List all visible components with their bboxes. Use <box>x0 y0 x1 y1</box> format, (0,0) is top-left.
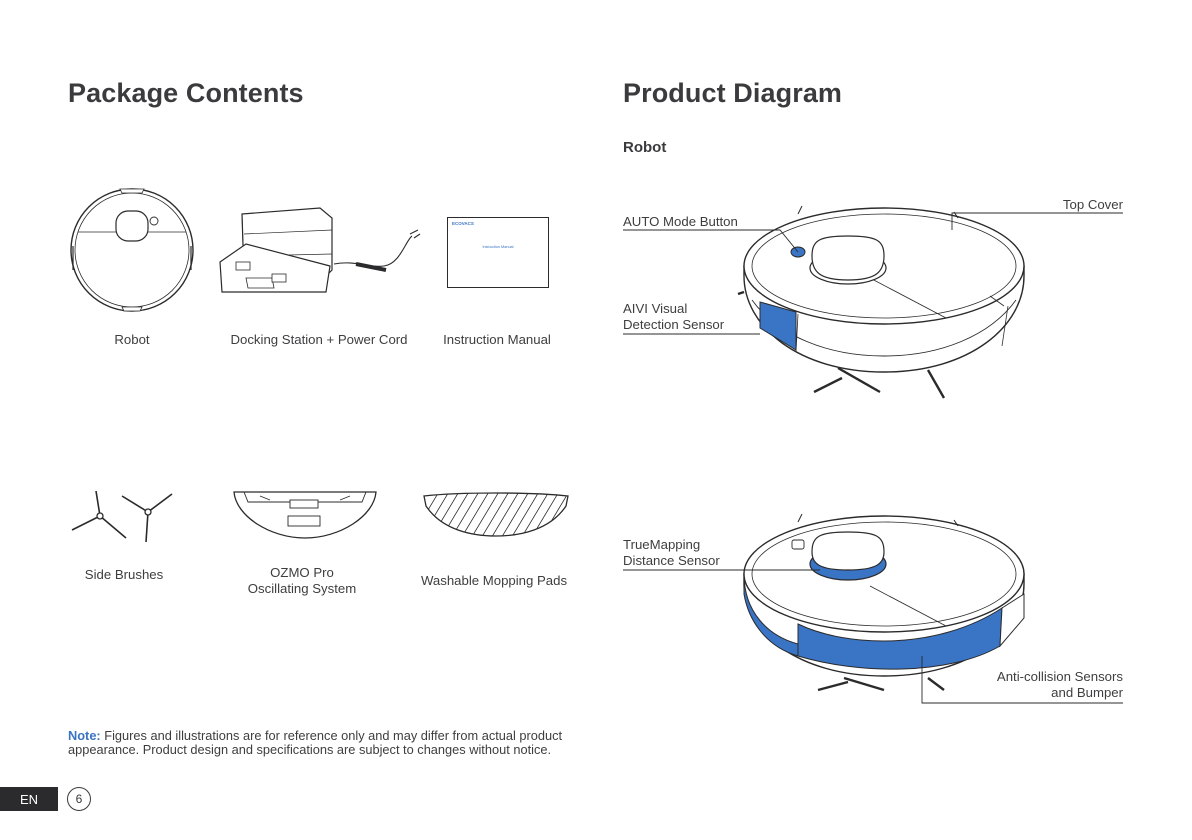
side-brushes-illustration <box>71 490 173 543</box>
item-label-side-brushes: Side Brushes <box>84 567 164 582</box>
language-tab: EN <box>0 787 58 811</box>
note-text: Figures and illustrations are for refere… <box>68 728 563 757</box>
robot-subtitle: Robot <box>623 139 667 156</box>
label-top-cover: Top Cover <box>1062 197 1123 212</box>
package-contents-title: Package Contents <box>68 78 304 108</box>
label-auto-mode-button: AUTO Mode Button <box>623 214 738 229</box>
instruction-manual-illustration: ECOVACS Instruction Manual <box>447 217 549 288</box>
robot-diagram-lower <box>743 513 1025 692</box>
ozmo-pro-label-text: OZMO Pro Oscillating System <box>247 565 357 596</box>
page-number: 6 <box>67 787 91 811</box>
item-label-docking-station: Docking Station + Power Cord <box>230 332 408 347</box>
product-diagram-title: Product Diagram <box>623 78 843 108</box>
item-label-robot: Robot <box>114 332 150 347</box>
item-label-ozmo-pro: OZMO Pro Oscillating System <box>236 565 368 597</box>
mopping-pad-illustration <box>423 492 569 537</box>
label-anti-collision: Anti-collision Sensors and Bumper <box>996 669 1123 700</box>
robot-top-view-illustration <box>70 188 194 312</box>
docking-station-illustration <box>219 207 421 293</box>
note-paragraph: Note: Figures and illustrations are for … <box>68 729 573 757</box>
ozmo-pro-illustration <box>233 491 377 539</box>
robot-diagram-upper <box>737 205 1025 399</box>
note-key: Note: <box>68 728 101 743</box>
item-label-mopping-pads: Washable Mopping Pads <box>420 573 568 588</box>
label-aivi-sensor: AIVI Visual Detection Sensor <box>623 301 725 332</box>
manual-cover-title: Instruction Manual <box>482 245 514 249</box>
label-truemapping-sensor: TrueMapping Distance Sensor <box>623 537 720 568</box>
item-label-instruction-manual: Instruction Manual <box>443 332 551 347</box>
manual-brand-logo: ECOVACS <box>452 221 474 226</box>
